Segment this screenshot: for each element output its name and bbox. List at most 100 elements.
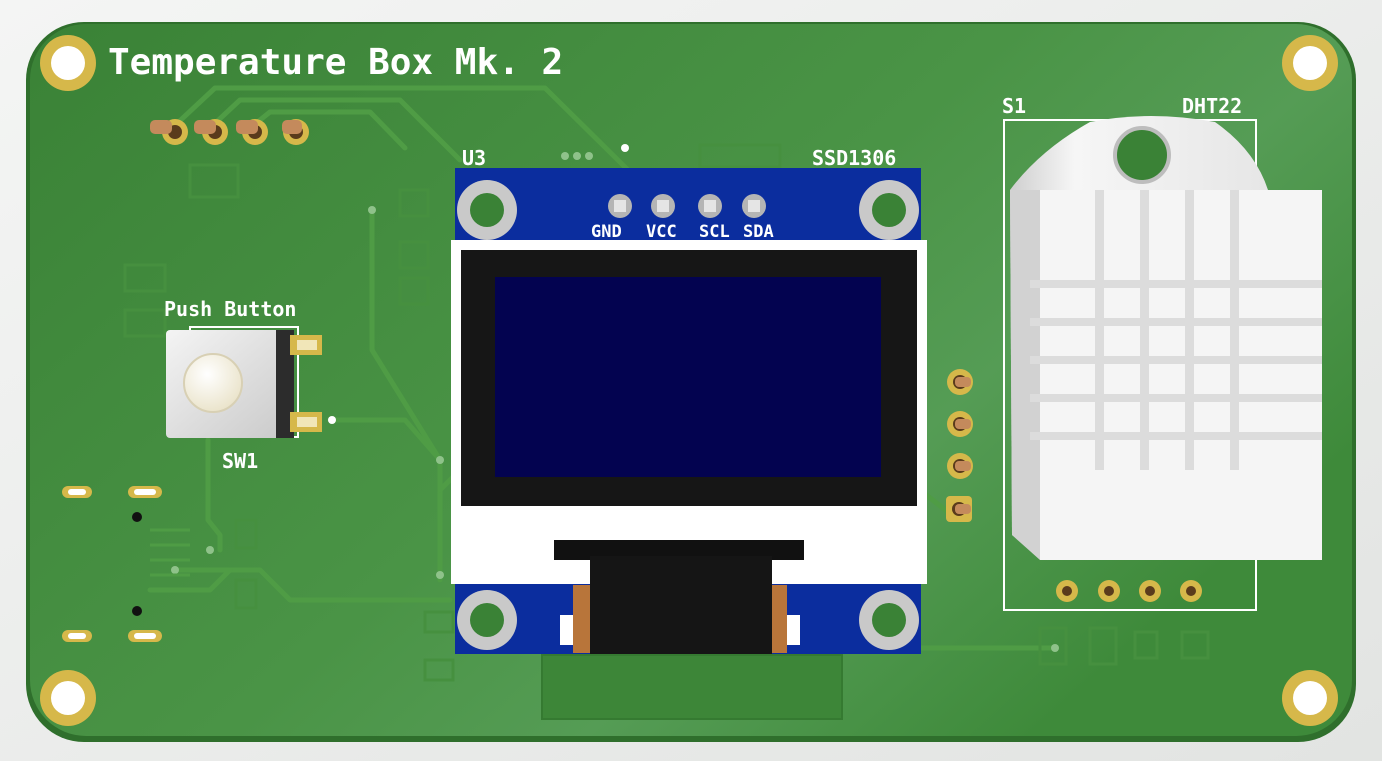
copper-pour-outlines xyxy=(123,143,1210,682)
header-pin xyxy=(282,120,302,134)
trace xyxy=(167,85,631,173)
sensor-fin xyxy=(1030,394,1322,402)
sensor-slot xyxy=(1230,190,1239,470)
vias xyxy=(171,144,1059,652)
sensor-slot xyxy=(1140,190,1149,470)
header-pin xyxy=(236,120,258,134)
pin-label-sda: SDA xyxy=(743,222,774,242)
display-pin xyxy=(704,200,716,212)
usb-hole xyxy=(132,512,142,522)
usb-hole xyxy=(132,606,142,616)
ribbon-clearance xyxy=(541,654,843,720)
pour xyxy=(1180,630,1210,660)
sensor-model: DHT22 xyxy=(1182,94,1242,118)
header-right xyxy=(946,369,973,522)
pour xyxy=(188,163,240,199)
via xyxy=(585,152,593,160)
display-mount-hole-center xyxy=(470,193,504,227)
via xyxy=(171,566,179,574)
button-side xyxy=(276,330,294,438)
sensor-slot xyxy=(1095,190,1104,470)
via xyxy=(621,144,629,152)
button-ref: SW1 xyxy=(222,449,258,473)
via xyxy=(1051,644,1059,652)
usb-pad-slot xyxy=(134,489,156,495)
display-screen xyxy=(495,277,881,477)
usb-fingers xyxy=(150,528,190,592)
pour xyxy=(398,276,430,306)
button-pad-lead xyxy=(297,340,317,350)
usb-pad-slot xyxy=(68,633,86,639)
pin-label-gnd: GND xyxy=(591,222,622,242)
usb-pad-slot xyxy=(68,489,86,495)
pour xyxy=(1133,630,1159,660)
pour xyxy=(123,308,167,338)
via xyxy=(436,456,444,464)
sensor-grille xyxy=(1030,190,1322,470)
usb-connector xyxy=(62,486,190,642)
display-mount-hole-center xyxy=(872,603,906,637)
mounting-holes xyxy=(40,35,1338,726)
pin-label-vcc: VCC xyxy=(646,222,677,242)
display-ref: U3 xyxy=(462,146,486,170)
trace xyxy=(172,567,453,603)
display-pin xyxy=(614,200,626,212)
display-ribbon-bar xyxy=(554,540,804,560)
sensor-fin xyxy=(1030,318,1322,326)
display-ribbon xyxy=(590,556,772,654)
pour xyxy=(234,578,258,610)
display-pin xyxy=(657,200,669,212)
pin-label-scl: SCL xyxy=(699,222,730,242)
sensor-slot xyxy=(1185,190,1194,470)
pour xyxy=(1038,626,1068,666)
mounting-hole-drill xyxy=(51,46,85,80)
display-mount-hole-center xyxy=(470,603,504,637)
sensor-pin-hole xyxy=(1104,586,1114,596)
sensor-side xyxy=(1010,190,1040,560)
trace xyxy=(327,417,443,463)
display-ribbon-edge xyxy=(573,585,595,653)
display-pin xyxy=(748,200,760,212)
via xyxy=(561,152,569,160)
via xyxy=(436,571,444,579)
trace xyxy=(369,207,443,583)
via xyxy=(573,152,581,160)
pour xyxy=(423,658,455,682)
button-cap xyxy=(183,353,243,413)
sensor-mount-hole xyxy=(1113,126,1171,184)
via xyxy=(206,546,214,554)
trace xyxy=(207,97,463,163)
sensor-pins xyxy=(1056,580,1202,602)
sensor-ref: S1 xyxy=(1002,94,1026,118)
button-pad-lead xyxy=(297,417,317,427)
sensor-body xyxy=(1010,116,1322,560)
sensor-fin xyxy=(1030,432,1322,440)
sensor-pin-hole xyxy=(1186,586,1196,596)
header-pin xyxy=(150,120,172,134)
pour xyxy=(423,610,455,634)
header-pin xyxy=(194,120,216,134)
usb-pad-slot xyxy=(134,633,156,639)
trace xyxy=(205,437,223,553)
sensor-pin-hole xyxy=(1145,586,1155,596)
pour xyxy=(234,518,258,550)
header-top-left xyxy=(150,119,309,145)
pour xyxy=(698,143,782,169)
header-pin xyxy=(955,461,971,471)
pour xyxy=(123,263,167,293)
display-model: SSD1306 xyxy=(812,146,896,170)
sensor-pin-hole xyxy=(1062,586,1072,596)
pour xyxy=(398,188,430,218)
sensor-front xyxy=(1040,190,1322,560)
sensor-fin xyxy=(1030,280,1322,288)
mounting-hole-drill xyxy=(1293,681,1327,715)
pour xyxy=(398,240,430,270)
mounting-hole-drill xyxy=(1293,46,1327,80)
mounting-hole-drill xyxy=(51,681,85,715)
button-label: Push Button xyxy=(164,297,296,321)
header-pin xyxy=(955,419,971,429)
sensor-fin xyxy=(1030,356,1322,364)
board-title: Temperature Box Mk. 2 xyxy=(108,42,563,83)
